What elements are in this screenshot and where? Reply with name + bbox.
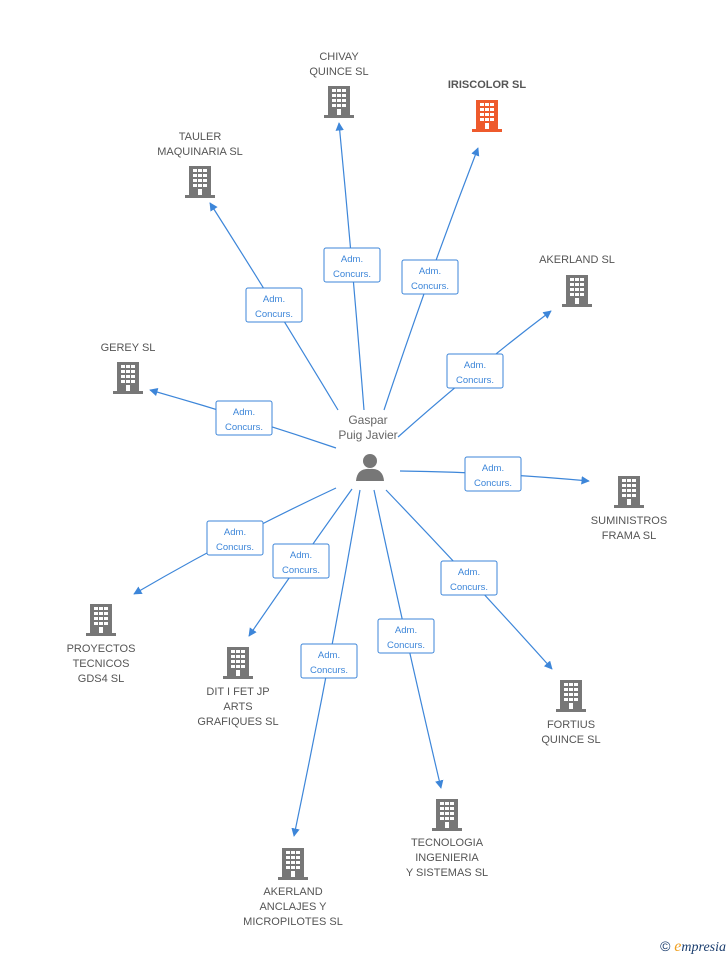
edge-label-type: Concurs. [474, 478, 512, 489]
edge-label-box [440, 560, 498, 596]
edge-label-role: Adm. [458, 567, 480, 578]
company-name-line: ANCLAJES Y [259, 901, 327, 913]
company-name-line: CHIVAY [319, 51, 359, 63]
person-last-name: Puig Javier [338, 428, 397, 442]
building-icon [223, 647, 253, 679]
building-icon [278, 848, 308, 880]
empresia-watermark: © empresia [660, 938, 726, 956]
company-name-line: QUINCE SL [541, 734, 600, 746]
edge-label-role: Adm. [341, 254, 363, 265]
company-name-line: PROYECTOS [67, 643, 136, 655]
company-name-line: AKERLAND SL [539, 254, 615, 266]
edge-label-fortius[interactable]: Adm. Concurs. [440, 560, 498, 596]
company-name-line: Y SISTEMAS SL [406, 867, 488, 879]
company-node-proyectos[interactable]: PROYECTOS TECNICOS GDS4 SL [67, 604, 136, 685]
edge-label-box [377, 618, 435, 654]
edge-label-type: Concurs. [456, 375, 494, 386]
edge-label-box [206, 520, 264, 556]
company-name-line: SUMINISTROS [591, 515, 667, 527]
company-name-line: MAQUINARIA SL [157, 146, 243, 158]
building-icon [432, 799, 462, 831]
edge-label-role: Adm. [482, 463, 504, 474]
company-name-line: FORTIUS [547, 719, 595, 731]
company-node-tecnologia[interactable]: TECNOLOGIA INGENIERIA Y SISTEMAS SL [406, 799, 488, 879]
building-icon [185, 166, 215, 198]
edge-label-box [272, 543, 330, 579]
edge-label-dit[interactable]: Adm. Concurs. [272, 543, 330, 579]
company-name-line: ARTS [223, 701, 252, 713]
building-icon [614, 476, 644, 508]
edge-label-box [215, 400, 273, 436]
building-icon [324, 86, 354, 118]
company-name-line: FRAMA SL [602, 530, 656, 542]
building-icon [113, 362, 143, 394]
company-name-line: TECNOLOGIA [411, 837, 484, 849]
edge-label-type: Concurs. [450, 582, 488, 593]
company-name-line: IRISCOLOR SL [448, 79, 527, 91]
edge-label-type: Concurs. [216, 542, 254, 553]
company-name-line: INGENIERIA [415, 852, 479, 864]
edge-label-iriscolor[interactable]: Adm. Concurs. [401, 259, 459, 295]
company-name-line: GEREY SL [101, 342, 156, 354]
company-name-line: QUINCE SL [309, 66, 368, 78]
edge-label-role: Adm. [263, 294, 285, 305]
person-icon [356, 454, 384, 481]
building-icon [556, 680, 586, 712]
edge-label-box [464, 456, 522, 492]
brand-name: mpresia [681, 940, 726, 955]
company-name-line: MICROPILOTES SL [243, 916, 343, 928]
edge-label-type: Concurs. [411, 281, 449, 292]
edge-label-role: Adm. [224, 527, 246, 538]
company-node-chivay[interactable]: CHIVAY QUINCE SL [309, 51, 369, 118]
company-node-dit[interactable]: DIT I FET JP ARTS GRAFIQUES SL [197, 647, 279, 728]
edge-label-type: Concurs. [387, 640, 425, 651]
edge-label-role: Adm. [233, 407, 255, 418]
edge-label-role: Adm. [318, 650, 340, 661]
company-node-tauler[interactable]: TAULER MAQUINARIA SL [157, 131, 243, 198]
building-icon [86, 604, 116, 636]
edge-label-suministros[interactable]: Adm. Concurs. [464, 456, 522, 492]
company-node-fortius[interactable]: FORTIUS QUINCE SL [541, 680, 601, 746]
edge-label-role: Adm. [290, 550, 312, 561]
person-first-name: Gaspar [348, 413, 387, 427]
copyright-symbol: © [660, 938, 671, 954]
company-name-line: TAULER [179, 131, 222, 143]
edge-label-box [323, 247, 381, 283]
edge-label-type: Concurs. [310, 665, 348, 676]
company-node-iriscolor[interactable]: IRISCOLOR SL [448, 79, 527, 132]
edge-label-type: Concurs. [225, 422, 263, 433]
company-node-akerland_anclajes[interactable]: AKERLAND ANCLAJES Y MICROPILOTES SL [243, 848, 343, 928]
company-name-line: TECNICOS [73, 658, 130, 670]
edge-label-gerey[interactable]: Adm. Concurs. [215, 400, 273, 436]
edge-label-role: Adm. [395, 625, 417, 636]
edge-label-role: Adm. [419, 266, 441, 277]
building-icon [562, 275, 592, 307]
edge-label-type: Concurs. [333, 269, 371, 280]
edge-label-type: Concurs. [255, 309, 293, 320]
edge-label-chivay[interactable]: Adm. Concurs. [323, 247, 381, 283]
brand-initial: e [674, 938, 682, 955]
company-name-line: DIT I FET JP [206, 686, 269, 698]
edge-label-proyectos[interactable]: Adm. Concurs. [206, 520, 264, 556]
company-name-line: GDS4 SL [78, 673, 124, 685]
company-name-line: AKERLAND [263, 886, 322, 898]
edge-label-box [446, 353, 504, 389]
edge-label-type: Concurs. [282, 565, 320, 576]
edge-label-role: Adm. [464, 360, 486, 371]
company-node-suministros[interactable]: SUMINISTROS FRAMA SL [591, 476, 667, 542]
company-node-akerland[interactable]: AKERLAND SL [539, 254, 615, 307]
building-icon [472, 100, 502, 132]
edge-label-box [401, 259, 459, 295]
company-name-line: GRAFIQUES SL [197, 716, 278, 728]
edge-label-tauler[interactable]: Adm. Concurs. [245, 287, 303, 323]
edge-label-akerland[interactable]: Adm. Concurs. [446, 353, 504, 389]
edge-label-tecnologia[interactable]: Adm. Concurs. [377, 618, 435, 654]
company-node-gerey[interactable]: GEREY SL [101, 342, 156, 394]
edge-label-box [300, 643, 358, 679]
edge-label-box [245, 287, 303, 323]
edge-label-akerland_anclajes[interactable]: Adm. Concurs. [300, 643, 358, 679]
